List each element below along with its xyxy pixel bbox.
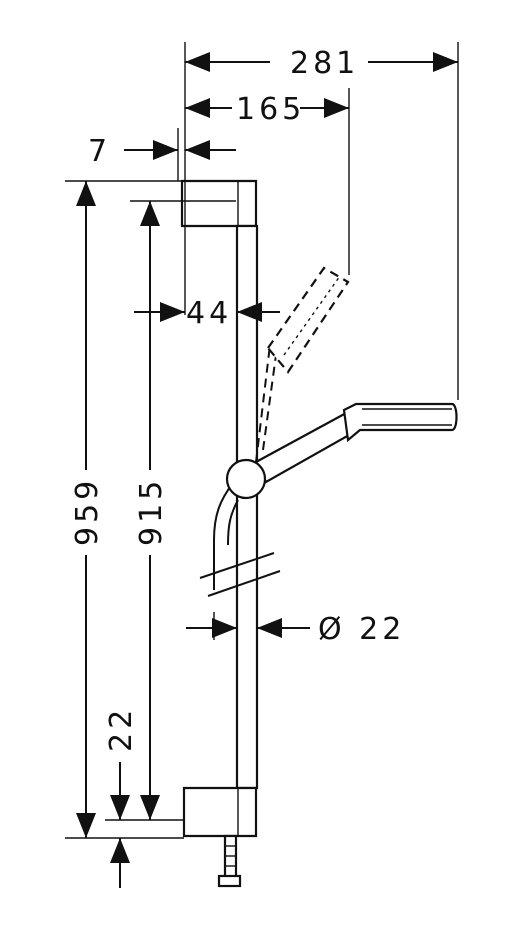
handshower-tilted-position bbox=[255, 266, 350, 463]
dim-bracket-spacing: 915 bbox=[134, 477, 169, 546]
dim-total-height: 959 bbox=[70, 477, 105, 546]
bottom-wall-bracket bbox=[182, 786, 258, 838]
dim-total-width: 281 bbox=[290, 46, 359, 81]
hose-connector bbox=[217, 834, 242, 888]
shower-rail-assembly bbox=[180, 179, 458, 888]
dimension-labels: 281 165 7 44 Ø 22 959 915 22 bbox=[70, 46, 405, 752]
rail-break-marks bbox=[199, 552, 281, 597]
dimension-lines bbox=[76, 52, 458, 888]
dim-bottom-offset: 22 bbox=[104, 706, 139, 752]
shower-hose bbox=[213, 482, 234, 590]
handshower bbox=[254, 402, 458, 484]
dim-bracket-offset: 7 bbox=[88, 134, 111, 169]
slider-knob bbox=[225, 458, 267, 500]
top-wall-bracket bbox=[180, 179, 258, 228]
dim-handshower-reach: 165 bbox=[236, 92, 305, 127]
dim-bar-diameter: Ø 22 bbox=[318, 612, 405, 647]
dim-bar-clearance: 44 bbox=[186, 296, 232, 331]
